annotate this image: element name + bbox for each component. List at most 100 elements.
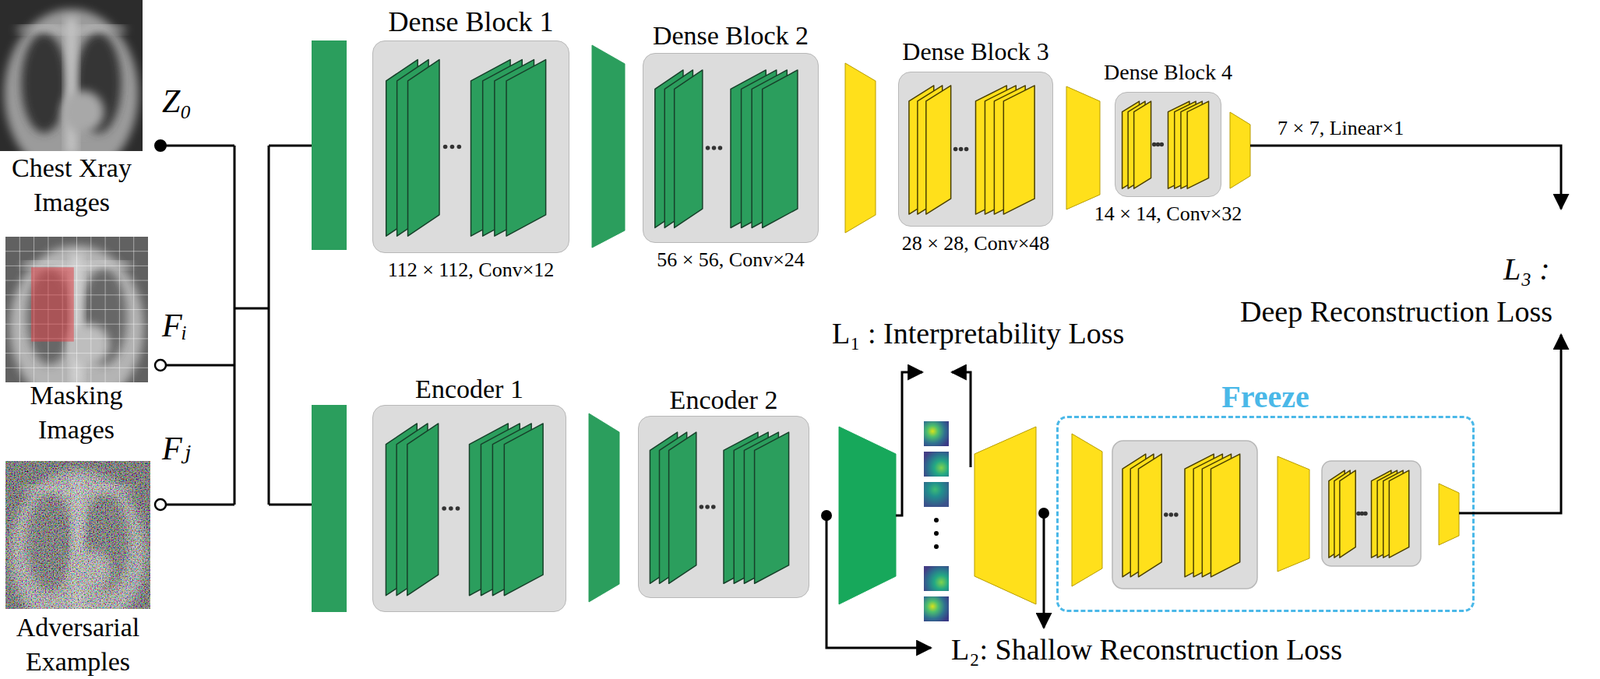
feature-sheet (926, 85, 952, 215)
feature-map (923, 596, 949, 622)
block-dimension: 112 × 112, Conv×12 (303, 258, 639, 282)
block-dimension: 56 × 56, Conv×24 (573, 248, 889, 272)
block-title: Dense Block 4 (1045, 59, 1291, 85)
block-title: Dense Block 3 (828, 37, 1123, 67)
text-label: L₂: Shallow Reconstruction Loss (951, 630, 1343, 670)
region-title: Freeze (988, 379, 1543, 416)
block-title: Dense Block 2 (573, 20, 889, 51)
transition-layer (1066, 86, 1100, 210)
feature-sheet (674, 70, 703, 229)
block-dimension: 14 × 14, Conv×32 (1045, 202, 1291, 226)
tap-point (821, 510, 832, 522)
block-title: Encoder 1 (303, 373, 636, 405)
xray-lung (21, 33, 67, 134)
feature-sheet (669, 432, 697, 584)
feature-map (923, 421, 949, 447)
block-title: Dense Block 1 (303, 6, 639, 39)
frozen-block-box (1112, 440, 1258, 589)
ellipsis-dot (699, 504, 705, 510)
xray-image (5, 236, 149, 383)
ellipsis-dot (958, 147, 964, 152)
transition-layer (1438, 483, 1460, 546)
ellipsis-dot (455, 506, 461, 512)
ellipsis-dot (1173, 512, 1179, 518)
mask-region (31, 267, 75, 342)
connector-line (895, 372, 923, 516)
ellipsis-dot (457, 144, 462, 150)
ellipsis-dot (450, 144, 455, 150)
ellipsis-dot (1152, 142, 1157, 148)
input-terminal (155, 359, 166, 371)
xray-image (0, 0, 143, 152)
ellipsis-dot (953, 147, 959, 152)
symbol-label: Z₀ (162, 81, 192, 124)
feature-sheet (408, 59, 440, 237)
ellipsis-dot (443, 144, 448, 150)
ellipsis-dot (1159, 142, 1164, 148)
feature-map (923, 566, 949, 592)
ellipsis-dot (704, 504, 710, 510)
connector-line (826, 515, 931, 649)
ellipsis-dot (964, 147, 970, 152)
feature-map (923, 482, 949, 508)
tap-point (1038, 507, 1050, 519)
xray-clavicle (17, 26, 126, 34)
ellipsis-dot (711, 504, 716, 510)
transition-layer (974, 426, 1037, 605)
input-terminal (155, 140, 166, 152)
feature-sheet (1003, 85, 1035, 215)
ellipsis-dot (933, 531, 939, 536)
feature-sheet (407, 423, 439, 596)
feature-sheet (1138, 454, 1162, 578)
feature-sheet (1339, 470, 1356, 558)
symbol-label: Fⱼ (162, 428, 191, 471)
feature-sheet (1210, 454, 1240, 578)
text-label: Deep Reconstruction Loss (1240, 292, 1553, 332)
image-caption: Adversarial Examples (0, 610, 156, 679)
block-title: Encoder 2 (568, 384, 879, 416)
transition-layer (1071, 433, 1103, 587)
feature-sheet (503, 423, 543, 596)
feature-sheet (506, 59, 547, 237)
transition-layer (588, 413, 620, 603)
xray-image (5, 461, 151, 610)
image-caption: Masking Images (0, 378, 155, 447)
transition-layer (838, 426, 896, 605)
ellipsis-dot (1155, 142, 1161, 148)
feature-sheet (1388, 470, 1409, 558)
symbol-label: L₃ : (1503, 249, 1550, 289)
symbol-label: Fᵢ (162, 305, 187, 348)
connector-line (1043, 513, 1046, 628)
ellipsis-dot (933, 518, 939, 523)
block-dimension: 28 × 28, Conv×48 (828, 232, 1123, 256)
image-caption: Chest Xray Images (0, 151, 150, 219)
ellipsis-dot (441, 506, 447, 512)
mask-haze (5, 236, 149, 383)
text-label: 7 × 7, Linear×1 (1277, 115, 1404, 141)
transition-layer (1277, 456, 1310, 572)
text-label: L₁ : Interpretability Loss (831, 314, 1125, 353)
transition-layer (592, 45, 625, 248)
xray-body (3, 9, 138, 152)
xray-background (5, 461, 151, 610)
feature-sheet (754, 432, 790, 584)
transition-layer (1229, 112, 1251, 189)
ellipsis-dot (705, 145, 711, 151)
ellipsis-dot (1363, 511, 1368, 517)
ellipsis-dot (718, 145, 723, 151)
transition-layer (845, 63, 876, 233)
frozen-block-box (1321, 461, 1421, 567)
feature-sheet (762, 70, 798, 229)
connector-line (1250, 145, 1562, 209)
ellipsis-dot (1169, 512, 1174, 518)
input-conv-layer (311, 40, 347, 251)
ellipsis-dot (1163, 512, 1169, 518)
xray-heart (61, 90, 105, 133)
input-terminal (155, 499, 166, 511)
input-conv-layer (311, 405, 347, 613)
adversarial-noise (5, 461, 151, 610)
feature-map (923, 451, 949, 477)
xray-background (5, 236, 149, 383)
